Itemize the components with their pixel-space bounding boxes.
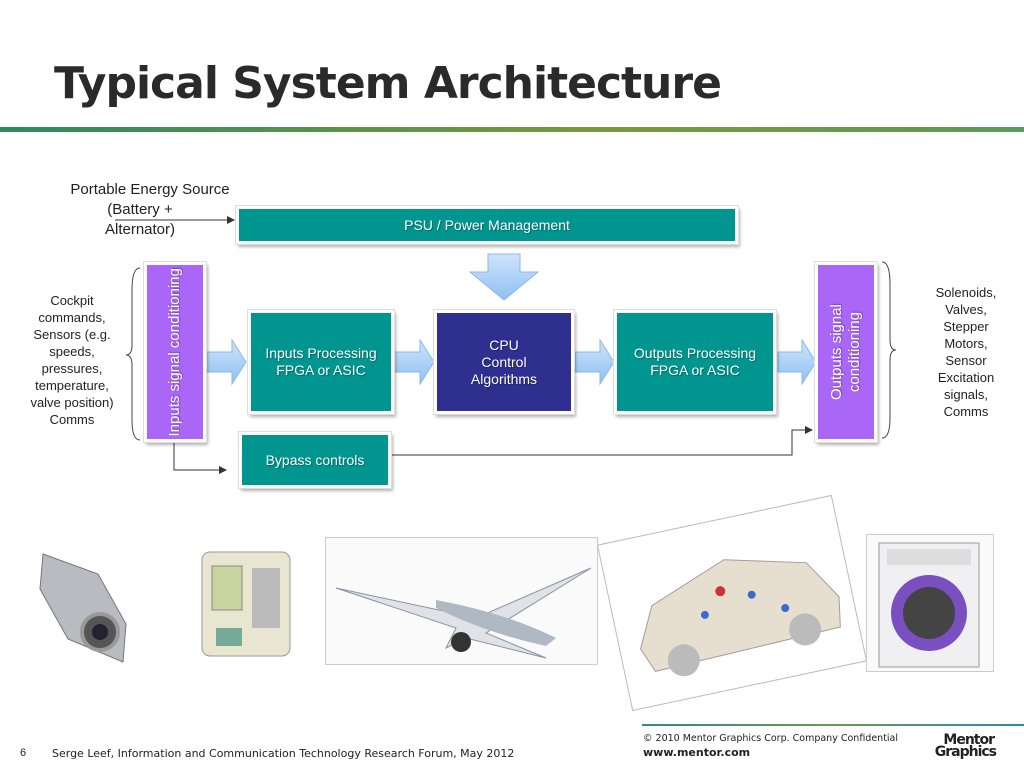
footer-divider bbox=[642, 724, 1024, 726]
outputs-conditioning-text: Outputs signal conditioning bbox=[828, 304, 863, 400]
energy-line-2: (Battery + bbox=[107, 201, 173, 218]
arrow-icon bbox=[392, 338, 435, 386]
bypass-out-arrow bbox=[390, 426, 813, 456]
right-brace bbox=[881, 261, 897, 439]
psu-block: PSU / Power Management bbox=[235, 205, 739, 245]
inputs-label: Cockpit commands, Sensors (e.g. speeds, … bbox=[30, 293, 114, 427]
camera-image bbox=[38, 544, 130, 668]
bypass-in-arrow bbox=[173, 440, 227, 474]
title-divider bbox=[0, 127, 1024, 132]
energy-source-label: Portable Energy Source (Battery + Altern… bbox=[50, 180, 250, 240]
airliner-image bbox=[325, 537, 598, 665]
inputs-conditioning-block: Inputs signal conditioning bbox=[143, 261, 207, 443]
page-number: 6 bbox=[20, 747, 27, 759]
bypass-block: Bypass controls bbox=[238, 431, 392, 489]
arrow-icon bbox=[574, 338, 615, 386]
energy-line-1: Portable Energy Source bbox=[70, 181, 230, 198]
cpu-line: CPU bbox=[489, 336, 519, 353]
outputs-conditioning-block: Outputs signal conditioning bbox=[814, 261, 878, 443]
inputs-conditioning-text: Inputs signal conditioning bbox=[166, 267, 183, 437]
arrow-icon bbox=[204, 338, 247, 386]
outputs-processing-block: Outputs Processing FPGA or ASIC bbox=[613, 309, 777, 415]
footer-text: Serge Leef, Information and Communicatio… bbox=[52, 747, 515, 760]
infusion-pump-image bbox=[196, 548, 296, 660]
copyright: © 2010 Mentor Graphics Corp. Company Con… bbox=[643, 733, 899, 744]
energy-line-3: Alternator) bbox=[104, 221, 176, 238]
page-title: Typical System Architecture bbox=[54, 58, 722, 109]
left-brace bbox=[125, 267, 141, 441]
psu-to-cpu-arrow bbox=[468, 253, 540, 301]
cpu-line: Algorithms bbox=[470, 370, 538, 387]
arrow-icon bbox=[777, 338, 817, 386]
cpu-block: CPU Control Algorithms bbox=[433, 309, 575, 415]
washing-machine-image bbox=[866, 534, 994, 672]
website-link[interactable]: www.mentor.com bbox=[643, 746, 751, 759]
inputs-processing-block: Inputs Processing FPGA or ASIC bbox=[247, 309, 395, 415]
car-cutaway-image bbox=[596, 494, 868, 712]
outputs-label: Solenoids, Valves, Stepper Motors, Senso… bbox=[935, 285, 997, 419]
cpu-line: Control bbox=[481, 353, 527, 370]
